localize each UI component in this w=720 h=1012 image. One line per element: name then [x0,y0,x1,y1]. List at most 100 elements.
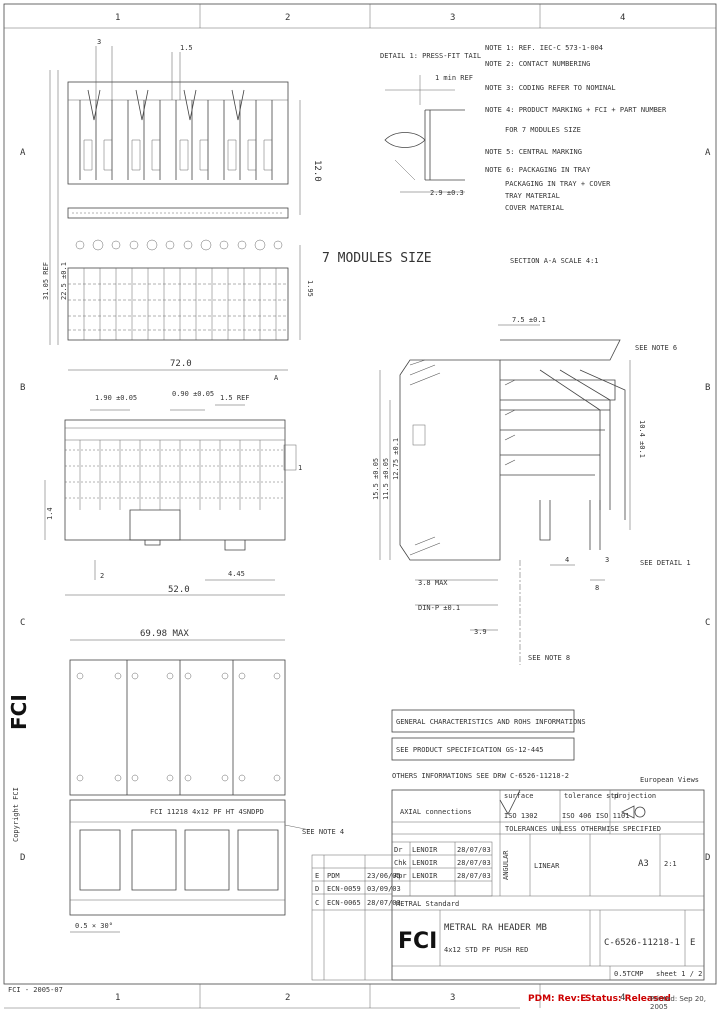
svg-text:2:1: 2:1 [664,860,677,868]
svg-text:28/07/03: 28/07/03 [457,846,491,854]
see-spec: SEE PRODUCT SPECIFICATION GS-12-445 [396,746,544,754]
col-4: 4 [620,13,625,23]
side-fci-logo: FCI Copyright FCI [7,694,31,842]
svg-text:NOTE 3: CODING REFER TO NOMINA: NOTE 3: CODING REFER TO NOMINAL [485,84,616,92]
svg-text:Dr: Dr [394,846,402,854]
title-main: METRAL RA HEADER MB [444,923,547,933]
svg-text:AXIAL connections: AXIAL connections [400,808,472,816]
svg-text:surface: surface [504,792,534,800]
svg-text:15.5 ±0.05: 15.5 ±0.05 [372,458,380,500]
svg-text:ISO 1302: ISO 1302 [504,812,538,820]
svg-text:NOTE 5: CENTRAL MARKING: NOTE 5: CENTRAL MARKING [485,148,582,156]
svg-text:D: D [315,885,319,893]
svg-text:1.4: 1.4 [46,507,54,520]
col-3: 3 [450,13,455,23]
svg-text:7.5 ±0.1: 7.5 ±0.1 [512,316,546,324]
svg-text:12.75 ±0.1: 12.75 ±0.1 [392,438,400,480]
col-4-bottom: 4 [620,993,625,1003]
row-c: C [20,618,25,628]
modules-label: 7 MODULES SIZE [322,251,432,266]
svg-text:NOTE 2: CONTACT NUMBERING: NOTE 2: CONTACT NUMBERING [485,60,590,68]
svg-text:8: 8 [595,584,599,592]
svg-text:ANGULAR: ANGULAR [502,850,510,880]
row-d: D [20,853,25,863]
svg-text:Copyright FCI: Copyright FCI [12,787,20,842]
svg-text:sheet 1 / 2: sheet 1 / 2 [656,970,702,978]
svg-text:TRAY MATERIAL: TRAY MATERIAL [505,192,560,200]
svg-text:Apr: Apr [394,872,407,880]
svg-text:NOTE 1: REF. IEC-C 573-1-004: NOTE 1: REF. IEC-C 573-1-004 [485,44,603,52]
printed-date: Printed: Sep 20, 2005 [650,995,706,1011]
drawing-number: C-6526-11218-1 [604,938,680,948]
svg-text:28/07/03: 28/07/03 [457,859,491,867]
col-3-bottom: 3 [450,993,455,1003]
svg-text:PDM: PDM [327,872,340,880]
row-d-right: D [705,853,710,863]
svg-text:LENOIR: LENOIR [412,872,438,880]
svg-text:1: 1 [298,464,302,472]
row-a: A [20,148,26,158]
svg-text:LENOIR: LENOIR [412,859,438,867]
title-block [391,789,705,981]
pdm-revision: PDM: Rev:E [528,994,587,1004]
svg-text:3.9: 3.9 [474,628,487,636]
col-1-bottom: 1 [115,993,120,1003]
svg-text:1.90 ±0.05: 1.90 ±0.05 [95,394,137,402]
svg-text:1.95: 1.95 [306,280,314,297]
footer-left: FCI - 2005-07 [8,986,63,994]
svg-text:METRAL Standard: METRAL Standard [396,900,459,908]
top-view [69,639,311,933]
svg-text:31.05 REF: 31.05 REF [42,262,50,300]
svg-text:0.5TCMP: 0.5TCMP [614,970,644,978]
revision-letter: E [690,938,695,948]
svg-text:NOTE 6: PACKAGING IN TRAY: NOTE 6: PACKAGING IN TRAY [485,166,591,174]
others-info: OTHERS INFORMATIONS SEE DRW C-6526-11218… [392,772,569,780]
european-views: European Views [640,776,699,784]
svg-text:0.5 × 30°: 0.5 × 30° [75,922,113,930]
svg-text:E: E [315,872,319,880]
revisions-table [311,841,493,981]
general-title: GENERAL CHARACTERISTICS AND ROHS INFORMA… [396,718,586,726]
release-status: Status: Released [585,994,671,1004]
notes-block: NOTE 1: REF. IEC-C 573-1-004 NOTE 2: CON… [485,44,667,212]
svg-text:DIN-P ±0.1: DIN-P ±0.1 [418,604,460,612]
row-b-right: B [705,383,710,393]
svg-text:1 min REF: 1 min REF [435,74,473,82]
detail-1 [384,75,465,193]
sheet-border [3,3,717,985]
row-b: B [20,383,25,393]
svg-text:SEE DETAIL 1: SEE DETAIL 1 [640,559,691,567]
svg-text:3: 3 [97,38,101,46]
fci-logo: FCI [398,929,437,954]
front-view [49,46,301,371]
row-a-right: A [705,148,711,158]
section-label: SECTION A-A SCALE 4:1 [510,257,599,265]
svg-text:1.5: 1.5 [180,44,193,52]
product-marking: FCI 11218 4x12 PF HT 4SNDPD [150,808,264,816]
svg-text:23/06/05: 23/06/05 [367,872,401,880]
svg-text:28/07/03: 28/07/03 [457,872,491,880]
col-1: 1 [115,13,120,23]
svg-text:TOLERANCES UNLESS OTHERWISE SP: TOLERANCES UNLESS OTHERWISE SPECIFIED [505,825,661,833]
svg-text:4.45: 4.45 [228,570,245,578]
svg-text:A3: A3 [638,859,649,869]
svg-text:FOR 7 MODULES SIZE: FOR 7 MODULES SIZE [505,126,581,134]
svg-text:11.5 ±0.05: 11.5 ±0.05 [382,458,390,500]
svg-text:FCI: FCI [7,694,31,730]
svg-text:tolerance std: tolerance std [564,792,619,800]
svg-text:LENOIR: LENOIR [412,846,438,854]
svg-text:Chk: Chk [394,859,407,867]
row-c-right: C [705,618,710,628]
svg-text:2: 2 [100,572,104,580]
col-2: 2 [285,13,290,23]
svg-text:28/07/03: 28/07/03 [367,899,401,907]
svg-text:03/09/03: 03/09/03 [367,885,401,893]
svg-text:ECN-0059: ECN-0059 [327,885,361,893]
svg-text:10.4 ±0.1: 10.4 ±0.1 [638,420,646,458]
svg-text:SEE NOTE 4: SEE NOTE 4 [302,828,344,836]
svg-text:projection: projection [614,792,656,800]
svg-text:SEE NOTE 6: SEE NOTE 6 [635,344,677,352]
svg-text:12.0: 12.0 [312,160,322,182]
detail-title: DETAIL 1: PRESS-FIT TAIL [380,52,481,60]
